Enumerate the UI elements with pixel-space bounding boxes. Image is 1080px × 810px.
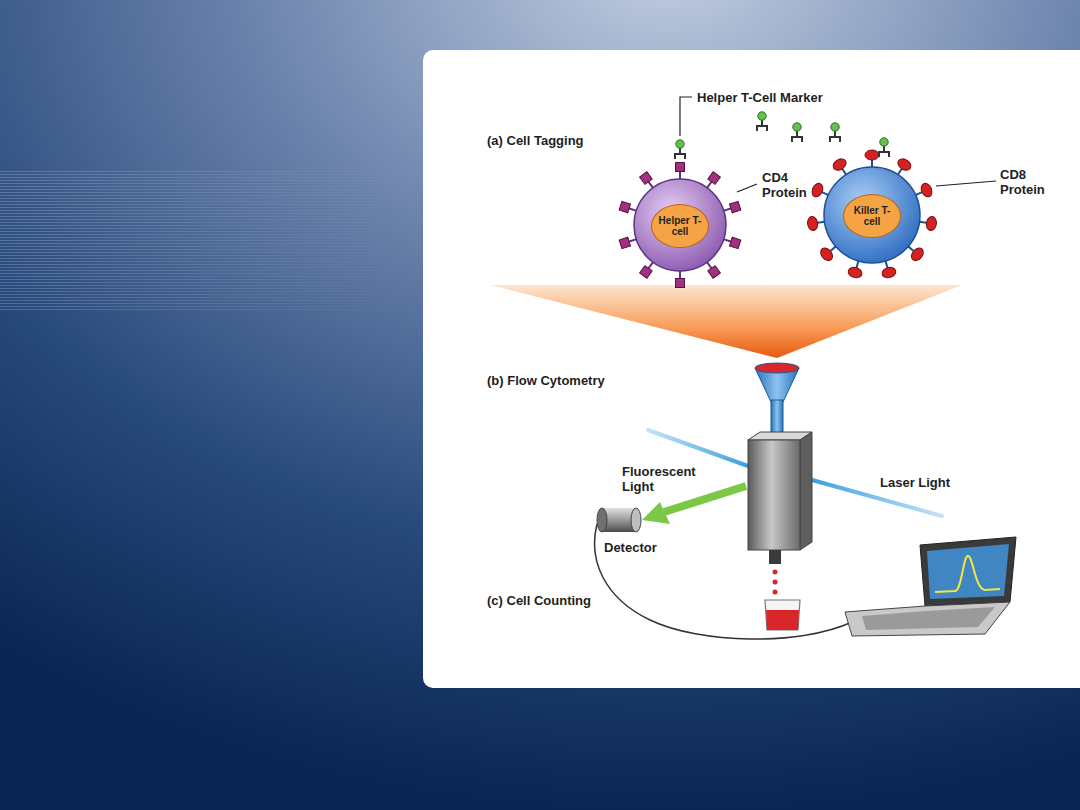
- leader-line: [737, 184, 757, 192]
- background-stripes: [0, 170, 430, 310]
- laptop-screen: [920, 537, 1016, 606]
- helper-cell-body: [634, 179, 726, 271]
- nozzle: [769, 550, 781, 564]
- leader-line: [680, 97, 692, 136]
- cell-nucleus: Killer T-cell: [843, 194, 901, 238]
- detector-lens: [631, 508, 641, 532]
- cd8-protein: [909, 246, 926, 263]
- flow-cell: [748, 440, 800, 550]
- cd4-protein: [708, 172, 721, 185]
- sample-liquid: [755, 363, 799, 373]
- detector-label: Detector: [604, 540, 657, 555]
- droplets: [773, 570, 778, 595]
- cd4-protein: [729, 201, 740, 212]
- cd8-protein: [881, 266, 897, 280]
- cd4-protein: [640, 266, 653, 279]
- flow-cell-side: [800, 432, 812, 550]
- merge-arrow: [490, 285, 962, 358]
- cell-nucleus: Helper T-cell: [651, 204, 709, 248]
- cd8-protein: [925, 216, 937, 231]
- cd4-protein: [619, 201, 630, 212]
- signal-cable: [595, 524, 852, 639]
- sample-tube: [771, 400, 783, 436]
- keyboard: [862, 607, 995, 630]
- beaker: [765, 600, 800, 630]
- fluorescent-arrowhead: [642, 502, 670, 524]
- step-heading: (a) Cell Tagging: [487, 133, 584, 148]
- killer-cell-body: [824, 167, 920, 263]
- marker-antibody: [879, 138, 889, 157]
- beaker-liquid: [766, 610, 799, 630]
- light-label: Fluorescent Light: [622, 464, 706, 494]
- cd8-protein: [847, 266, 863, 280]
- leader-line: [936, 181, 996, 186]
- cell-name: Helper T-cell: [658, 215, 702, 237]
- protein-label: CD4 Protein: [762, 170, 818, 200]
- screen-display: [927, 544, 1009, 599]
- cd8-protein: [818, 246, 835, 263]
- cd4-protein: [729, 237, 740, 248]
- marker-antibody: [675, 140, 685, 159]
- step-heading: (c) Cell Counting: [487, 593, 591, 608]
- cd8-proteins: [807, 150, 938, 279]
- cd4-protein: [676, 163, 685, 172]
- cd4-protein: [676, 279, 685, 288]
- cd4-protein: [708, 266, 721, 279]
- cd4-proteins: [619, 163, 741, 288]
- cell-name: Killer T-cell: [850, 205, 894, 227]
- marker-antibody: [757, 112, 767, 131]
- laptop-base: [845, 602, 1010, 636]
- cd4-protein: [640, 172, 653, 185]
- cd8-protein: [831, 157, 848, 173]
- diagram-panel: [423, 50, 1080, 688]
- light-label: Laser Light: [880, 475, 950, 490]
- marker-label: Helper T-Cell Marker: [697, 90, 823, 105]
- laser-beam: [648, 430, 748, 466]
- histogram-curve: [935, 556, 1000, 592]
- cd8-protein: [807, 216, 819, 231]
- fluorescent-beam: [664, 486, 746, 512]
- cd8-protein: [810, 182, 825, 199]
- cd8-protein: [896, 157, 913, 173]
- protein-label: CD8 Protein: [1000, 167, 1056, 197]
- marker-antibody: [830, 123, 840, 142]
- detector-end: [597, 508, 607, 532]
- cd8-protein: [919, 182, 934, 199]
- marker-antibody: [792, 123, 802, 142]
- step-heading: (b) Flow Cytometry: [487, 373, 605, 388]
- cd4-protein: [619, 237, 630, 248]
- cd8-protein: [865, 150, 879, 160]
